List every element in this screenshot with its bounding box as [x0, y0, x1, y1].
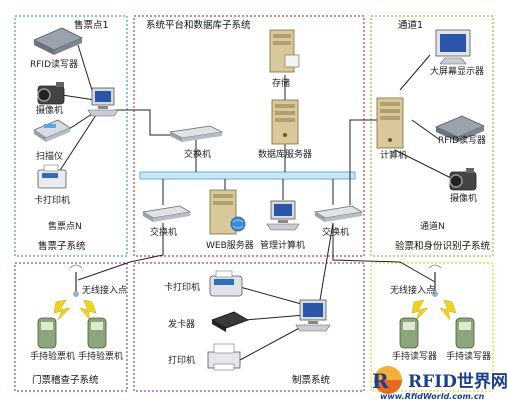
- ticketing-computer-icon: [87, 87, 119, 117]
- rfid-reader-icon: [33, 27, 83, 55]
- lightning-left-icon: [53, 299, 97, 321]
- computer-label: 计算机: [380, 151, 408, 161]
- big-screen-label: 大屏幕显示器: [430, 67, 485, 77]
- card-issuer-icon: [211, 311, 249, 332]
- rfid-reader-left-label: RFID读写器: [30, 60, 79, 70]
- issuing-computer-icon: [295, 299, 331, 332]
- zone-access: [370, 262, 494, 392]
- handheld-rw-2-label: 手持读写器: [446, 352, 492, 362]
- web-server-label: WEB服务器: [206, 241, 254, 251]
- card-printer-mid-icon: [209, 270, 243, 297]
- issuing-subsystem-title: 制票系统: [292, 375, 331, 386]
- gate-subsystem-title: 门票稽查子系统: [32, 375, 99, 386]
- card-printer-left-label: 卡打印机: [34, 196, 71, 206]
- printer-label: 打印机: [168, 356, 196, 366]
- scanner-label: 扫描仪: [36, 152, 64, 162]
- computer-server-icon: [376, 97, 404, 149]
- camera-left-label: 摄像机: [36, 106, 64, 116]
- rfidworld-logo: R: [360, 362, 508, 408]
- zone-channel: [370, 15, 494, 257]
- logo-url: www.RfidWorld.com.cn: [380, 392, 485, 401]
- mgmt-computer-icon: [266, 200, 300, 231]
- big-screen-icon: [435, 29, 471, 65]
- handheld-2-label: 手持验票机: [78, 352, 124, 362]
- switch-left-icon: [141, 205, 192, 222]
- camera-right-label: 摄像机: [450, 194, 478, 204]
- zone-platform: [133, 15, 365, 257]
- switch-left-label: 交换机: [150, 228, 178, 238]
- scanner-icon: [33, 119, 71, 142]
- antenna-left-icon: [69, 264, 83, 297]
- zone-gate: [14, 262, 128, 392]
- logo-text: RFID世界网: [408, 372, 508, 392]
- camera-icon: [37, 82, 65, 105]
- platform-zone-title: 系统平台和数据库子系统: [146, 20, 251, 31]
- handheld-rw-1-icon: [399, 317, 419, 349]
- card-printer-mid-label: 卡打印机: [164, 283, 201, 293]
- zone-ticketing: [14, 15, 128, 257]
- connection-lines: [54, 44, 456, 361]
- channel-zone-title: 通道1: [398, 20, 424, 31]
- zone-issuing: [133, 262, 365, 392]
- printer-icon: [207, 343, 241, 371]
- channel-zone-footer: 通道N: [420, 222, 445, 232]
- handheld-2-icon: [87, 317, 107, 349]
- rfid-reader-right-icon: [435, 115, 485, 142]
- rfid-reader-right-label: RFID读写器: [438, 136, 487, 146]
- handheld-1-label: 手持验票机: [30, 352, 76, 362]
- handheld-rw-2-icon: [455, 317, 475, 349]
- camera-right-icon: [449, 168, 477, 191]
- logo-graphic: R: [372, 366, 402, 394]
- storage-label: 存储: [272, 79, 291, 89]
- handheld-1-icon: [37, 317, 57, 349]
- card-printer-icon: [37, 164, 67, 189]
- svg-text:R: R: [372, 369, 389, 393]
- wap-left-label: 无线接入点: [82, 286, 128, 296]
- switch-right-icon: [313, 205, 364, 222]
- db-server-icon: [271, 99, 299, 145]
- antenna-right-icon: [428, 264, 442, 297]
- switch-top-label: 交换机: [184, 150, 212, 160]
- storage-icon: [269, 29, 300, 73]
- card-issuer-label: 发卡器: [168, 320, 196, 330]
- ticketing-zone-title: 售票点1: [74, 20, 109, 31]
- network-bus: [139, 171, 356, 180]
- ticketing-subsystem-title: 售票子系统: [38, 241, 86, 252]
- wap-right-label: 无线接入点: [390, 286, 436, 296]
- handheld-rw-1-label: 手持读写器: [392, 352, 438, 362]
- switch-top-icon: [168, 125, 224, 142]
- channel-subsystem-title: 验票和身份识别子系统: [395, 241, 491, 252]
- web-server-icon: [209, 189, 246, 235]
- ticketing-zone-footer: 售票点N: [48, 222, 82, 232]
- mgmt-computer-label: 管理计算机: [260, 241, 306, 251]
- lightning-right-icon: [411, 299, 457, 321]
- switch-right-label: 交换机: [322, 228, 350, 238]
- db-server-label: 数据库服务器: [258, 150, 313, 160]
